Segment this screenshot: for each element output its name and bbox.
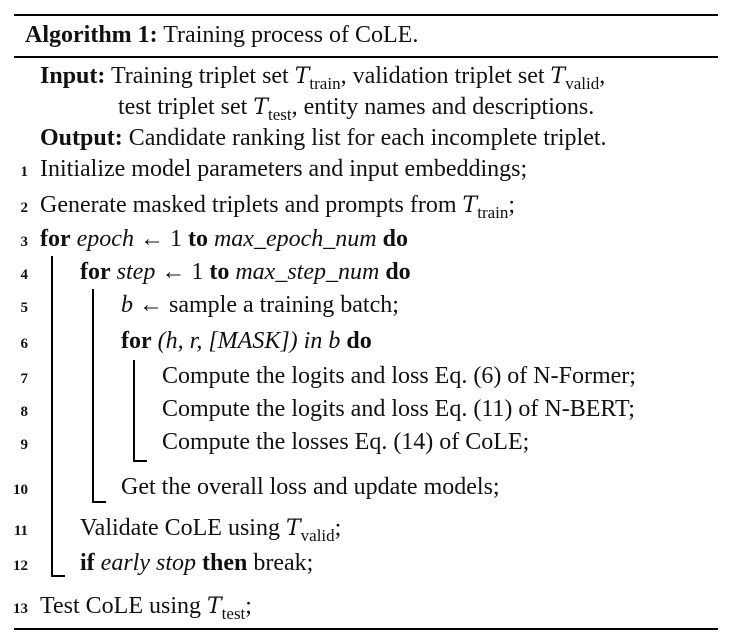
algorithm-line-1: Initialize model parameters and input em…: [40, 156, 528, 182]
math-subscript: train: [309, 74, 341, 93]
assign-arrow: ←: [139, 226, 164, 252]
keyword-do: do: [346, 328, 372, 354]
keyword-to: to: [209, 259, 230, 285]
block-foot-epoch: [51, 575, 65, 577]
algorithm-line-9: Compute the losses Eq. (14) of CoLE;: [162, 429, 530, 455]
var-max-step: max_step_num: [235, 259, 380, 285]
var-early-stop: early stop: [100, 550, 196, 576]
line-text: break;: [253, 550, 314, 576]
line-text: sample a training batch;: [169, 292, 399, 318]
block-foot-batch: [133, 460, 147, 462]
algorithm-line-10: Get the overall loss and update models;: [121, 474, 500, 500]
math-symbol: T: [550, 64, 566, 89]
algorithm-line-5: b ← sample a training batch;: [121, 290, 399, 320]
assign-arrow: ←: [139, 292, 163, 318]
math-subscript: train: [477, 203, 509, 222]
bottom-rule: [14, 628, 718, 630]
algorithm-line-6: for (h, r, [MASK]) in b do: [121, 326, 372, 356]
line-text: Validate CoLE using: [80, 515, 280, 541]
algorithm-label: Algorithm 1:: [25, 22, 158, 48]
var-in-b: in b: [303, 328, 341, 354]
keyword-for: for: [80, 259, 111, 285]
keyword-to: to: [187, 226, 208, 252]
math-symbol: T: [462, 193, 478, 218]
line-number: 10: [13, 482, 28, 498]
line-number: 6: [20, 336, 29, 352]
input-text: ,: [599, 63, 606, 89]
literal-one: 1: [169, 226, 182, 252]
algorithm-line-4: for step ← 1 to max_step_num do: [80, 257, 411, 287]
block-bar-epoch: [51, 256, 53, 576]
algorithm-caption: Training process of CoLE.: [163, 22, 419, 48]
output-line: Output: Candidate ranking list for each …: [40, 123, 607, 153]
math-symbol: T: [294, 64, 310, 89]
math-subscript: test: [268, 105, 292, 124]
math-subscript: valid: [300, 526, 335, 545]
semicolon: ;: [334, 515, 342, 541]
algorithm-line-2: Generate masked triplets and prompts fro…: [40, 190, 515, 221]
line-number: 9: [20, 437, 29, 453]
input-text: , validation triplet set: [340, 63, 545, 89]
line-number: 2: [20, 200, 29, 216]
output-text: Candidate ranking list for each incomple…: [128, 125, 607, 151]
input-text: , entity names and descriptions.: [291, 94, 595, 120]
math-subscript: valid: [565, 74, 600, 93]
top-rule: [14, 14, 718, 16]
keyword-for: for: [40, 226, 71, 252]
algorithm-line-11: Validate CoLE using Tvalid;: [80, 513, 341, 544]
keyword-if: if: [80, 550, 95, 576]
line-number: 11: [13, 523, 28, 539]
var-step: step: [116, 259, 156, 285]
line-text: Generate masked triplets and prompts fro…: [40, 192, 457, 218]
line-number: 12: [13, 558, 28, 574]
line-number: 8: [20, 404, 29, 420]
line-number: 4: [20, 267, 29, 283]
algorithm-title: Algorithm 1: Training process of CoLE.: [25, 20, 418, 50]
input-text: Training triplet set: [110, 63, 289, 89]
line-number: 7: [20, 371, 29, 387]
algorithm-line-7: Compute the logits and loss Eq. (6) of N…: [162, 363, 636, 389]
math-symbol: T: [253, 95, 268, 120]
algorithm-line-13: Test CoLE using Ttest;: [40, 591, 252, 622]
title-rule: [14, 56, 718, 58]
keyword-do: do: [382, 226, 408, 252]
line-text: Test CoLE using: [40, 593, 201, 619]
var-b: b: [121, 292, 133, 318]
output-label: Output:: [40, 125, 123, 151]
block-foot-step: [92, 501, 106, 503]
algorithm-line-8: Compute the logits and loss Eq. (11) of …: [162, 396, 635, 422]
input-line-2: test triplet set Ttest, entity names and…: [118, 92, 594, 123]
line-number: 13: [13, 601, 28, 617]
block-bar-batch: [133, 360, 135, 461]
algorithm-line-3: for epoch ← 1 to max_epoch_num do: [40, 224, 408, 254]
var-max-epoch: max_epoch_num: [213, 226, 377, 252]
literal-one: 1: [191, 259, 204, 285]
math-symbol: T: [285, 516, 301, 541]
block-bar-step: [92, 289, 94, 502]
math-symbol: T: [206, 594, 222, 619]
math-subscript: test: [221, 604, 246, 623]
line-number: 3: [20, 234, 29, 250]
semicolon: ;: [245, 593, 252, 619]
input-line-1: Input: Training triplet set Ttrain, vali…: [40, 61, 605, 92]
line-number: 5: [20, 300, 29, 316]
input-label: Input:: [40, 63, 106, 89]
assign-arrow: ←: [161, 259, 186, 285]
var-epoch: epoch: [76, 226, 134, 252]
input-text: test triplet set: [118, 94, 248, 120]
var-tuple: (h, r, [MASK]): [157, 328, 298, 354]
keyword-for: for: [121, 328, 152, 354]
keyword-then: then: [202, 550, 248, 576]
semicolon: ;: [508, 192, 516, 218]
keyword-do: do: [385, 259, 411, 285]
algorithm-line-12: if early stop then break;: [80, 548, 313, 578]
line-number: 1: [20, 164, 29, 180]
